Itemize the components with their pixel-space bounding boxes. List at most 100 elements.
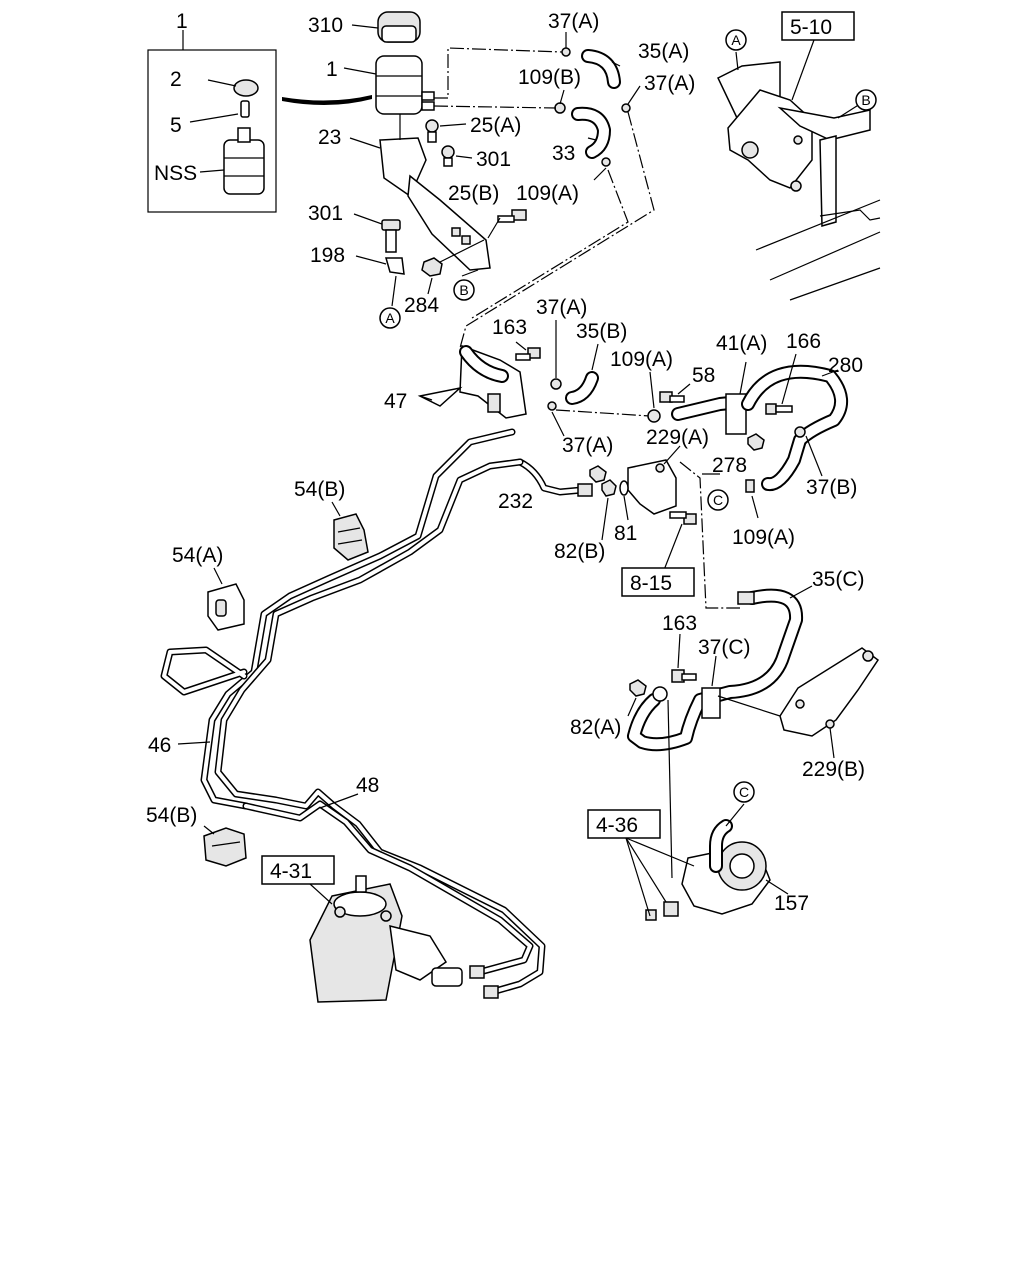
clip-198 — [385, 257, 405, 275]
fitting-35c — [737, 591, 755, 605]
marker-b-top-right: B — [861, 92, 870, 108]
callout-5: 5 — [170, 114, 182, 137]
marker-a-bracket: A — [385, 310, 395, 326]
clamp-109a-top — [601, 157, 611, 167]
bracket-229b — [779, 647, 880, 737]
pipe-46 — [160, 428, 516, 810]
callout-48: 48 — [356, 774, 379, 797]
bolt-25a — [425, 119, 439, 143]
callout-109a-right: 109(A) — [732, 526, 795, 549]
washer-81 — [619, 480, 629, 496]
steering-gearbox — [309, 875, 463, 1003]
hose-35a — [581, 49, 621, 89]
nut-near-41a — [747, 433, 765, 451]
callout-109b: 109(B) — [518, 66, 581, 89]
frame-mount-5-10 — [717, 61, 881, 301]
callout-229b: 229(B) — [802, 758, 865, 781]
callout-310: 310 — [308, 14, 343, 37]
callout-81: 81 — [614, 522, 637, 545]
callout-25a: 25(A) — [470, 114, 521, 137]
callout-41a: 41(A) — [716, 332, 767, 355]
callout-301a: 301 — [476, 148, 511, 171]
bracket-229a — [627, 459, 677, 515]
bolt-301b — [381, 219, 401, 253]
callout-301b: 301 — [308, 202, 343, 225]
callout-109a-mid: 109(A) — [610, 348, 673, 371]
clamp-109a-mid — [647, 409, 661, 423]
bolt-58 — [659, 391, 685, 403]
callout-2: 2 — [170, 68, 182, 91]
clamp-54b-top — [333, 513, 369, 561]
callout-198: 198 — [310, 244, 345, 267]
callout-46: 46 — [148, 734, 171, 757]
callout-35b: 35(B) — [576, 320, 627, 343]
clamp-37a-4 — [547, 401, 557, 411]
bolt-163b — [671, 669, 697, 683]
callout-37a-4: 37(A) — [562, 434, 613, 457]
callout-54a: 54(A) — [172, 544, 223, 567]
ref-box-4-36: 4-36 — [596, 814, 638, 837]
callout-37b: 37(B) — [806, 476, 857, 499]
callout-58: 58 — [692, 364, 715, 387]
pipe-fittings-gear — [469, 965, 499, 999]
ref-box-8-15: 8-15 — [630, 572, 672, 595]
reservoir-tank-1 — [375, 55, 435, 115]
callout-82b: 82(B) — [554, 540, 605, 563]
nut-284 — [421, 257, 443, 277]
bolt-163a — [515, 347, 541, 361]
nut-82a — [629, 679, 647, 697]
callout-35c: 35(C) — [812, 568, 865, 591]
hose-35b — [565, 371, 599, 405]
fitting-82b — [601, 479, 617, 497]
clamp-54a — [207, 583, 245, 631]
callout-54b-bottom: 54(B) — [146, 804, 197, 827]
callout-nss: NSS — [154, 162, 197, 185]
power-steering-pump-157 — [645, 819, 771, 921]
callout-280: 280 — [828, 354, 863, 377]
clamp-54b-bottom — [203, 827, 247, 867]
fitting-near-82a — [652, 686, 668, 702]
callout-35a: 35(A) — [638, 40, 689, 63]
clamp-109b — [554, 102, 566, 114]
callout-278: 278 — [712, 454, 747, 477]
hose-280 — [741, 364, 848, 492]
ref-box-5-10: 5-10 — [790, 16, 832, 39]
junction-block-47 — [459, 344, 527, 419]
reservoir-bracket-23 — [379, 137, 491, 271]
reservoir-kit-box — [147, 49, 277, 213]
bolt-166 — [765, 403, 793, 415]
callout-82a: 82(A) — [570, 716, 621, 739]
hose-33 — [571, 106, 611, 159]
callout-37a-3: 37(A) — [536, 296, 587, 319]
cap-part — [233, 79, 259, 97]
ref-box-4-31: 4-31 — [270, 860, 312, 883]
callout-47: 47 — [384, 390, 407, 413]
marker-b-bracket: B — [459, 282, 468, 298]
callout-284: 284 — [404, 294, 439, 317]
callout-229a: 229(A) — [646, 426, 709, 449]
clamp-37a-2 — [621, 103, 631, 113]
hose-35c — [627, 588, 804, 752]
bolt-301a — [441, 145, 455, 167]
callout-1-box: 1 — [176, 10, 188, 33]
filter-part — [240, 100, 250, 118]
callout-37a-1: 37(A) — [548, 10, 599, 33]
callout-157: 157 — [774, 892, 809, 915]
bolt-25b — [497, 209, 527, 223]
marker-c-pump: C — [739, 784, 749, 800]
clamp-37a-1 — [561, 47, 571, 57]
callout-166: 166 — [786, 330, 821, 353]
bolt-8-15 — [669, 511, 697, 525]
reservoir-cap-310 — [377, 11, 421, 43]
reservoir-body-part — [223, 127, 265, 195]
marker-a-top-right: A — [731, 32, 741, 48]
clamp-37a-3 — [550, 378, 562, 390]
callout-54b-top: 54(B) — [294, 478, 345, 501]
pipe-48 — [214, 458, 546, 996]
callout-163b: 163 — [662, 612, 697, 635]
callout-1: 1 — [326, 58, 338, 81]
clamp-37b — [794, 426, 806, 438]
callout-23: 23 — [318, 126, 341, 149]
callout-33: 33 — [552, 142, 575, 165]
